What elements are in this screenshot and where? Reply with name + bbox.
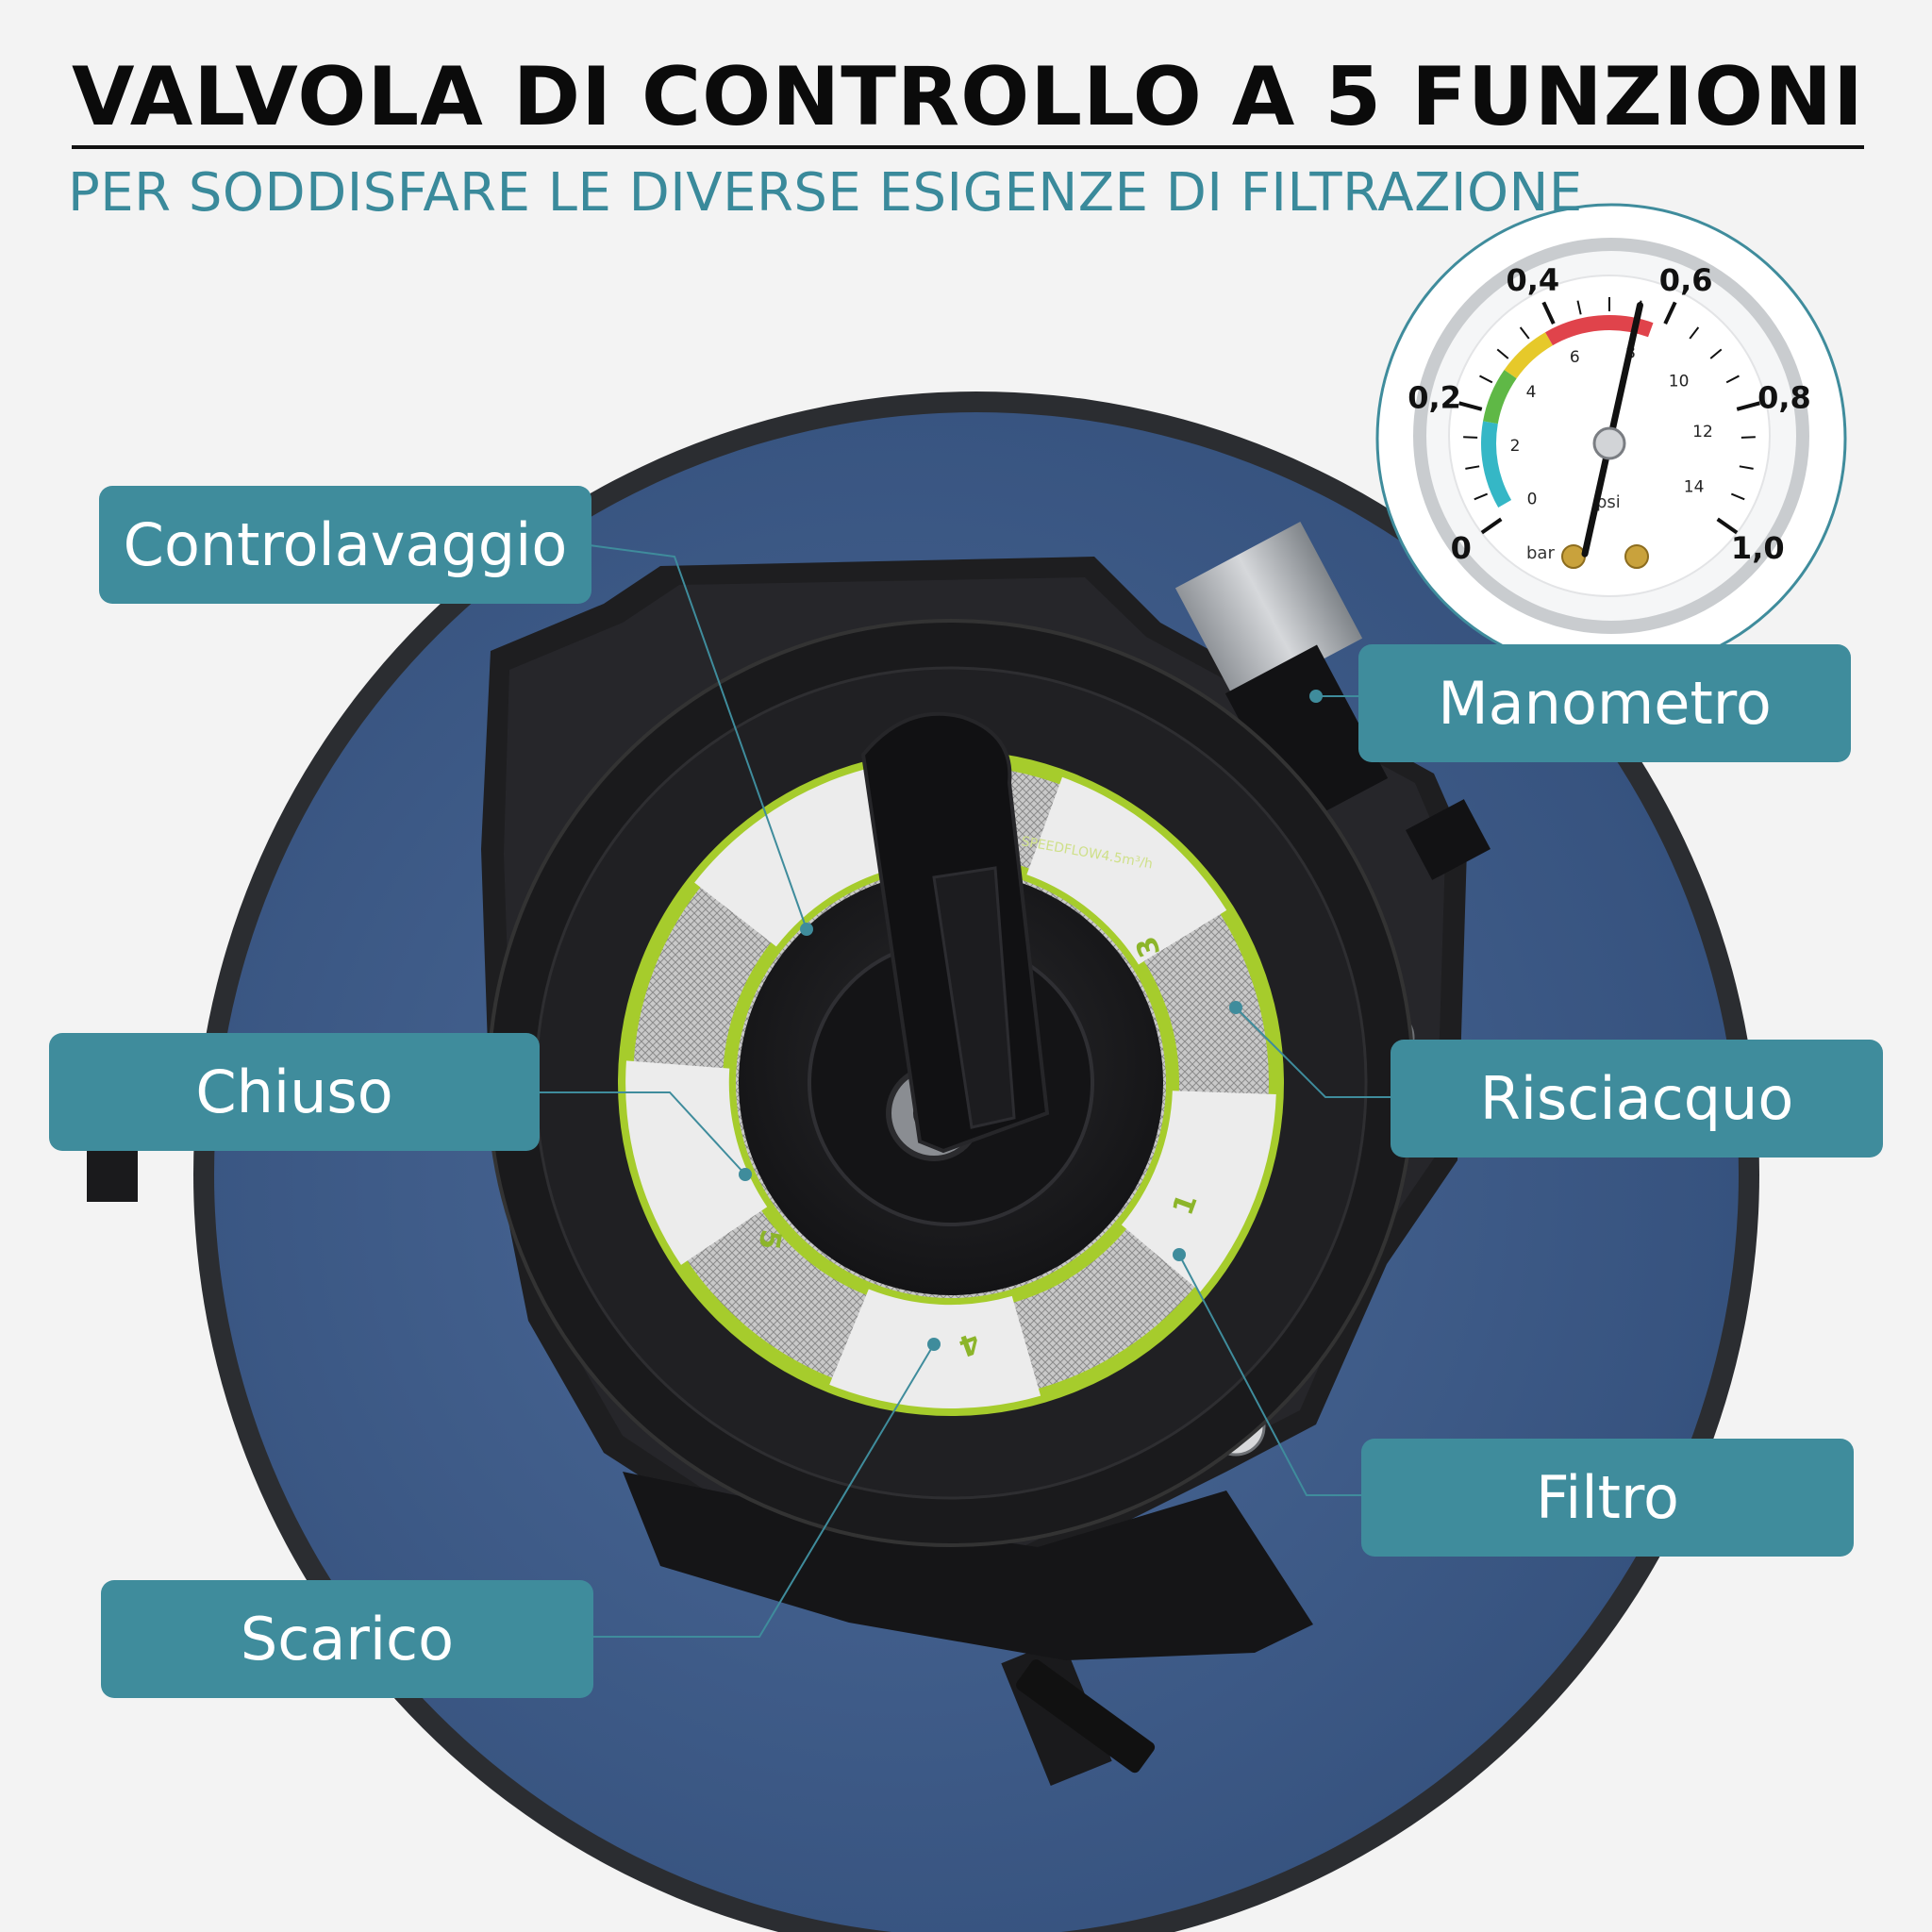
gauge-bar-label: 0 (1451, 530, 1472, 566)
leader-dots (739, 690, 1323, 1351)
label-drain: Scarico (101, 1580, 593, 1698)
gauge-tick (1736, 401, 1760, 411)
label-closed: Chiuso (49, 1033, 540, 1151)
label-rinse: Risciacquo (1391, 1040, 1883, 1158)
gauge-psi-label: 10 (1669, 372, 1690, 391)
page-title: VALVOLA DI CONTROLLO A 5 FUNZIONI (72, 55, 1865, 150)
gauge-tick (1716, 517, 1739, 535)
gauge-tick (1480, 517, 1503, 535)
gauge-psi-label: 6 (1570, 348, 1580, 367)
gauge-tick (1740, 436, 1756, 439)
gauge-psi-label: 4 (1526, 383, 1537, 402)
gauge-tick (1479, 375, 1493, 384)
gauge-tick (1725, 375, 1740, 384)
label-filter: Filtro (1361, 1439, 1854, 1557)
gauge-screw (1624, 544, 1649, 569)
gauge-bar-label: 1,0 (1731, 530, 1785, 566)
gauge-bar-label: 0,6 (1659, 262, 1713, 298)
gauge-psi-label: 2 (1510, 437, 1521, 456)
gauge-tick (1663, 301, 1677, 325)
gauge-screw (1561, 544, 1586, 569)
drain-pipe (1001, 1638, 1156, 1787)
gauge-tick (1519, 326, 1530, 340)
gauge-tick (1463, 436, 1478, 439)
side-bracket (87, 1141, 138, 1202)
gauge-color-band (1504, 332, 1554, 379)
label-backwash: Controlavaggio (99, 486, 591, 604)
gauge-tick (1739, 465, 1754, 470)
gauge-bar-label: 0,8 (1757, 379, 1811, 415)
gauge-color-band (1481, 421, 1512, 508)
gauge-tick (1474, 492, 1489, 501)
gauge-tick (1465, 465, 1480, 470)
valve-handle (860, 711, 1050, 1154)
gauge-unit-bar: bar (1526, 543, 1555, 563)
gauge-bar-label: 0,2 (1407, 379, 1461, 415)
gauge-needle-hub (1592, 426, 1626, 460)
gauge-psi-label: 12 (1692, 423, 1713, 441)
leader-lines (540, 544, 1391, 1638)
gauge-tick (1730, 492, 1745, 501)
gauge-color-band (1483, 369, 1517, 425)
gauge-color-band (1545, 315, 1654, 346)
gauge-tick (1709, 348, 1723, 359)
label-gauge: Manometro (1358, 644, 1851, 762)
gauge-tick (1458, 401, 1483, 411)
gauge-unit-psi: psi (1596, 492, 1621, 512)
gauge-psi-label: 0 (1527, 490, 1538, 508)
pressure-gauge: 00,20,40,60,81,002468101214 bar psi (1375, 203, 1847, 675)
gauge-dial (1481, 315, 1654, 508)
gauge-bar-label: 0,4 (1507, 262, 1560, 298)
page-subtitle: PER SODDISFARE LE DIVERSE ESIGENZE DI FI… (68, 162, 1583, 224)
gauge-tick (1541, 301, 1556, 325)
gauge-tick (1689, 326, 1700, 340)
gauge-tick (1576, 300, 1582, 315)
gauge-psi-label: 14 (1684, 477, 1705, 496)
gauge-stem (1174, 521, 1491, 880)
gauge-ticks (1458, 297, 1760, 535)
gauge-tick (1496, 348, 1509, 359)
